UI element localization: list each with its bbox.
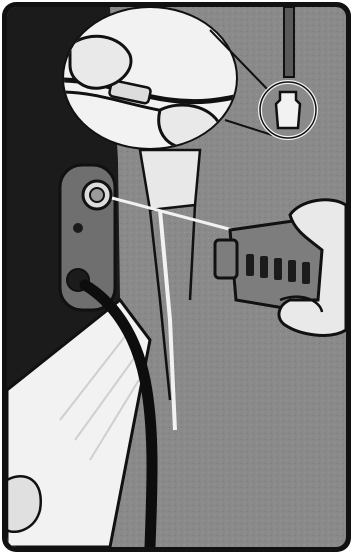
glass-tube bbox=[140, 150, 200, 210]
